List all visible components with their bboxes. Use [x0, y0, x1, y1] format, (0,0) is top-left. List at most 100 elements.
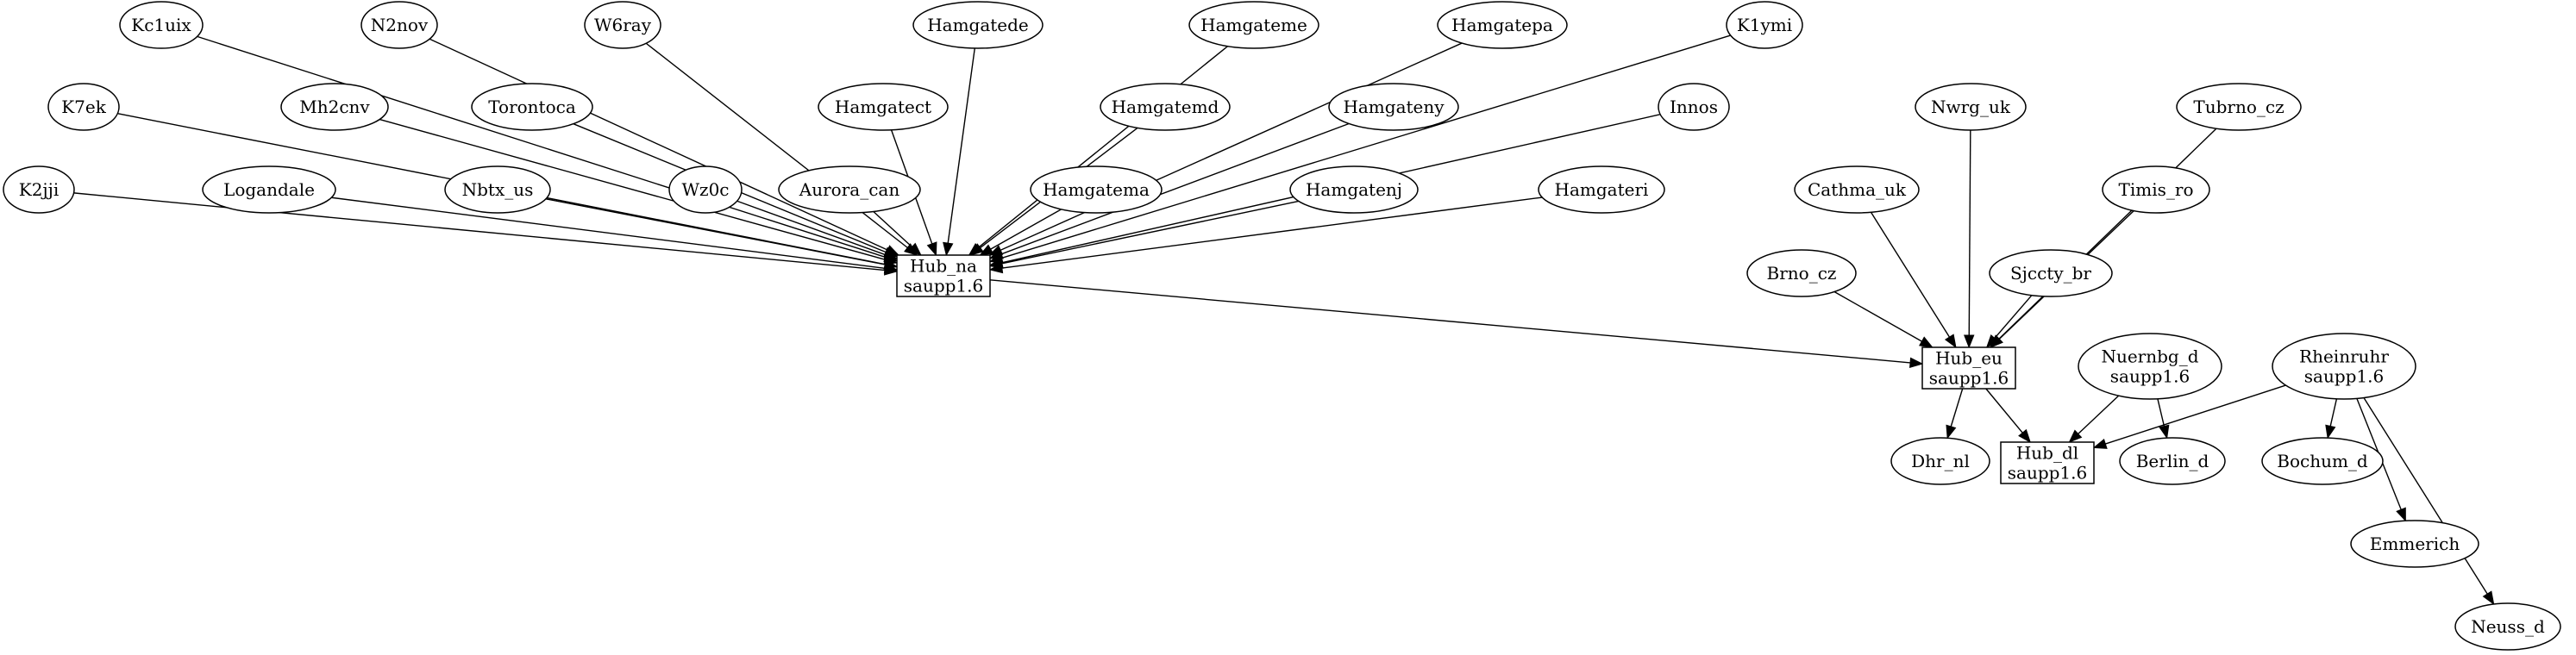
node-wz0c[interactable]: Wz0c: [668, 165, 743, 214]
edge-n2nov-to-hub_na: [429, 38, 900, 256]
node-box: [896, 254, 991, 297]
node-label: Hamgatemd: [1112, 97, 1219, 117]
edge-kc1uix-to-hub_na: [197, 35, 899, 263]
arrowhead-icon: [943, 241, 954, 257]
node-label: Hamgatect: [835, 97, 931, 117]
edge-line: [197, 35, 886, 259]
node-w6ray[interactable]: W6ray: [584, 1, 661, 49]
arrowhead-icon: [969, 243, 984, 256]
node-label: saupp1.6: [2008, 463, 2087, 483]
node-label: saupp1.6: [2110, 366, 2190, 387]
node-label: Hamgatenj: [1306, 179, 1402, 200]
edge-hamgatepa-to-hub_na: [988, 42, 1463, 256]
node-label: Mh2cnv: [299, 97, 370, 117]
node-label: Rheinruhr: [2299, 346, 2389, 367]
node-label: Timis_ro: [2119, 179, 2194, 200]
node-ellipse: [1188, 1, 1319, 49]
node-label: Bochum_d: [2277, 451, 2368, 471]
node-hamgateri[interactable]: Hamgateri: [1538, 165, 1665, 214]
node-hamgatema[interactable]: Hamgatema: [1030, 165, 1163, 214]
node-label: K7ek: [61, 97, 107, 117]
node-k2jji[interactable]: K2jji: [3, 165, 75, 214]
edge-line: [1001, 196, 1543, 269]
node-ellipse: [2078, 333, 2222, 400]
node-mh2cnv[interactable]: Mh2cnv: [280, 83, 389, 131]
node-innos[interactable]: Innos: [1658, 83, 1730, 131]
node-k1ymi[interactable]: K1ymi: [1726, 1, 1803, 49]
node-ellipse: [280, 83, 389, 131]
node-emmerich[interactable]: Emmerich: [2350, 520, 2479, 568]
node-torontoca[interactable]: Torontoca: [471, 83, 593, 131]
edge-line: [2157, 398, 2165, 427]
node-k7ek[interactable]: K7ek: [47, 83, 120, 131]
node-tubrno_cz[interactable]: Tubrno_cz: [2176, 83, 2302, 131]
arrowhead-icon: [988, 262, 1004, 274]
node-label: Hamgateri: [1555, 179, 1649, 200]
arrowhead-icon: [926, 241, 937, 257]
edge-hub_na-to-hub_eu: [989, 279, 1924, 369]
node-ellipse: [119, 1, 204, 49]
node-ellipse: [1890, 437, 1990, 485]
node-nwrg_uk[interactable]: Nwrg_uk: [1915, 83, 2027, 131]
edge-nbtx_us-to-hub_na: [545, 198, 899, 270]
node-hamgateme[interactable]: Hamgateme: [1188, 1, 1319, 49]
node-neuss_d[interactable]: Neuss_d: [2454, 602, 2561, 651]
node-ellipse: [1538, 165, 1665, 214]
node-nbtx_us[interactable]: Nbtx_us: [444, 165, 551, 214]
node-label: Hamgatema: [1043, 179, 1150, 200]
edge-nuernbg_d-to-hub_dl: [2068, 395, 2120, 443]
arrowhead-icon: [883, 249, 899, 260]
edge-line: [429, 38, 888, 251]
edge-line: [978, 46, 1228, 248]
node-berlin_d[interactable]: Berlin_d: [2119, 437, 2226, 485]
node-hamgatect[interactable]: Hamgatect: [818, 83, 949, 131]
edge-aurora_can-to-hub_na: [873, 210, 922, 256]
node-ellipse: [1726, 1, 1803, 49]
arrowhead-icon: [1964, 334, 1975, 349]
edge-hamgateri-to-hub_na: [988, 196, 1543, 274]
node-label: Nuernbg_d: [2101, 346, 2198, 367]
node-hamgatepa[interactable]: Hamgatepa: [1437, 1, 1568, 49]
edge-line: [2078, 395, 2120, 434]
node-label: Neuss_d: [2471, 616, 2545, 637]
edge-line: [1870, 211, 1951, 338]
node-sjccty_br[interactable]: Sjccty_br: [1989, 249, 2113, 297]
node-hamgatenj[interactable]: Hamgatenj: [1289, 165, 1419, 214]
node-hamgateny[interactable]: Hamgateny: [1328, 83, 1459, 131]
edge-hamgateny-to-hub_na: [988, 122, 1350, 259]
arrowhead-icon: [988, 248, 1004, 259]
edge-hub_eu-to-hub_dl: [1985, 388, 2032, 444]
node-ellipse: [778, 165, 921, 214]
edge-line: [2329, 398, 2338, 427]
node-kc1uix[interactable]: Kc1uix: [119, 1, 204, 49]
node-ellipse: [1328, 83, 1459, 131]
node-ellipse: [1100, 83, 1231, 131]
node-n2nov[interactable]: N2nov: [360, 1, 438, 49]
node-timis_ro[interactable]: Timis_ro: [2102, 165, 2210, 214]
node-ellipse: [1915, 83, 2027, 131]
node-bochum_d[interactable]: Bochum_d: [2261, 437, 2384, 485]
node-hamgatede[interactable]: Hamgatede: [912, 1, 1044, 49]
node-brno_cz[interactable]: Brno_cz: [1746, 249, 1857, 297]
node-ellipse: [471, 83, 593, 131]
node-ellipse: [444, 165, 551, 214]
node-hamgatemd[interactable]: Hamgatemd: [1100, 83, 1231, 131]
arrowhead-icon: [1985, 334, 1999, 349]
arrowhead-icon: [1908, 357, 1924, 369]
arrowhead-icon: [1918, 336, 1934, 348]
node-label: K1ymi: [1737, 15, 1792, 35]
node-aurora_can[interactable]: Aurora_can: [778, 165, 921, 214]
node-cathma_uk[interactable]: Cathma_uk: [1794, 165, 1920, 214]
node-ellipse: [1794, 165, 1920, 214]
node-ellipse: [2102, 165, 2210, 214]
node-dhr_nl[interactable]: Dhr_nl: [1890, 437, 1990, 485]
arrowhead-icon: [883, 259, 899, 270]
node-logandale[interactable]: Logandale: [202, 165, 336, 214]
node-label: Emmerich: [2370, 533, 2460, 554]
edge-hamgatede-to-hub_na: [943, 47, 975, 257]
